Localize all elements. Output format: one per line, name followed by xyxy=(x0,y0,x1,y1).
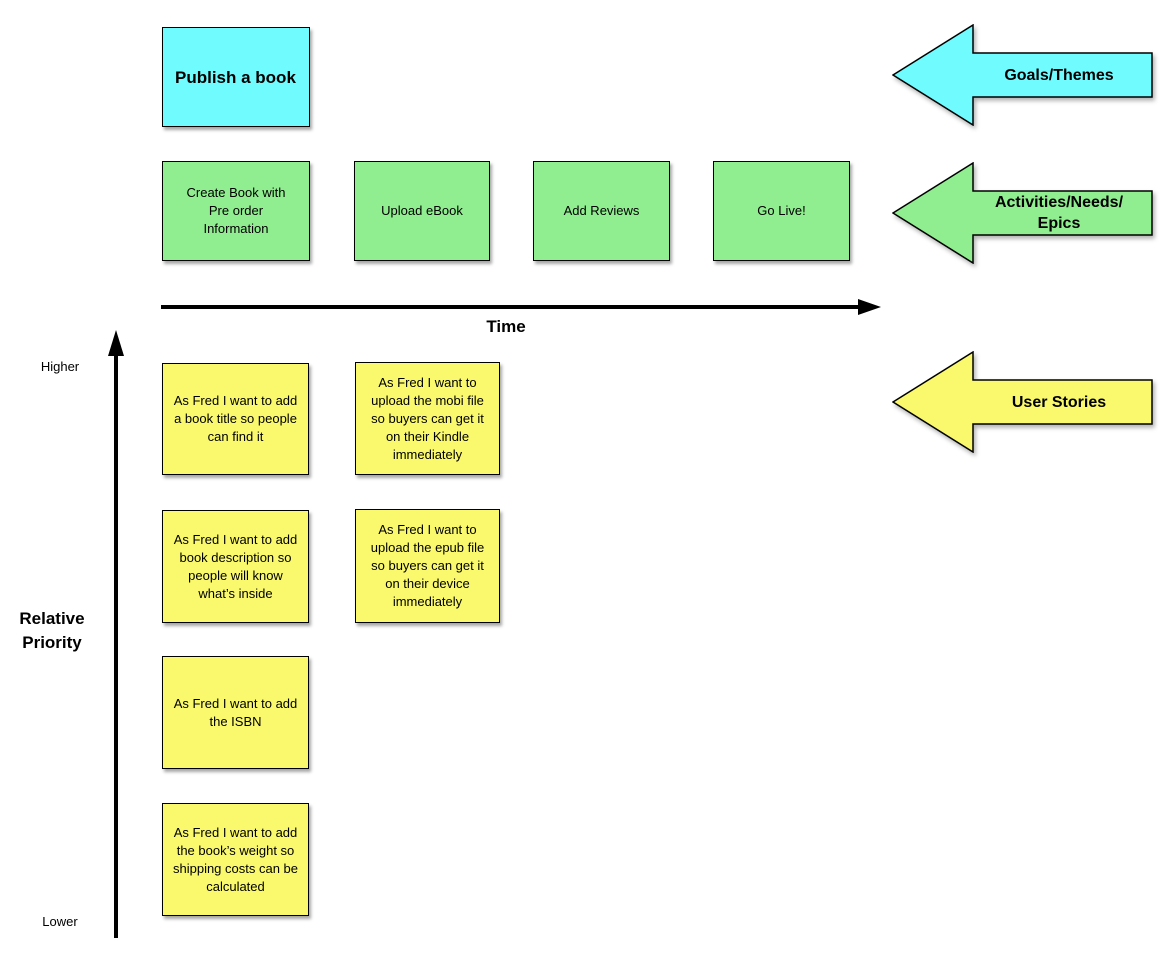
activity-note-add-reviews: Add Reviews xyxy=(533,161,670,261)
story-note-text: As Fred I want to add the book’s weight … xyxy=(172,824,299,894)
left-arrow-shape xyxy=(892,24,1153,126)
left-arrow-shape xyxy=(892,351,1153,453)
legend-label-line: Activities/Needs/ xyxy=(994,194,1124,211)
legend-label: Activities/Needs/ Epics xyxy=(966,162,1152,264)
activity-note-go-live: Go Live! xyxy=(713,161,850,261)
activity-note-text: Upload eBook xyxy=(381,203,463,218)
story-note-text: As Fred I want to upload the mobi file s… xyxy=(371,374,484,462)
priority-axis-label: Relative Priority xyxy=(19,609,85,652)
activity-note-text: Go Live! xyxy=(757,203,806,218)
story-note-mobi-file: As Fred I want to upload the mobi file s… xyxy=(355,362,500,475)
legend-label-line: Epics xyxy=(1037,215,1081,232)
story-note-text: As Fred I want to add the ISBN xyxy=(173,695,298,729)
goal-note: Publish a book xyxy=(162,27,310,127)
activity-note-upload-ebook: Upload eBook xyxy=(354,161,490,261)
story-note-book-description: As Fred I want to add book description s… xyxy=(162,510,309,623)
legend-label: User Stories xyxy=(966,351,1152,453)
story-note-book-weight: As Fred I want to add the book’s weight … xyxy=(162,803,309,916)
legend-activities-needs-epics: Activities/Needs/ Epics xyxy=(892,162,1154,264)
goal-note-text: Publish a book xyxy=(175,67,296,87)
legend-goals-themes: Goals/Themes xyxy=(892,24,1154,126)
legend-label: Goals/Themes xyxy=(966,24,1152,126)
story-note-text: As Fred I want to add a book title so pe… xyxy=(173,393,298,444)
left-arrow-shape xyxy=(892,162,1153,264)
story-note-isbn: As Fred I want to add the ISBN xyxy=(162,656,309,769)
story-note-book-title: As Fred I want to add a book title so pe… xyxy=(162,363,309,475)
priority-higher-label: Higher xyxy=(40,359,80,374)
story-note-text: As Fred I want to add book description s… xyxy=(173,531,298,601)
time-axis-arrow xyxy=(161,299,881,315)
story-note-epub-file: As Fred I want to upload the epub file s… xyxy=(355,509,500,623)
legend-user-stories: User Stories xyxy=(892,351,1154,453)
legend-label-line: Goals/Themes xyxy=(1004,66,1114,84)
time-axis-label: Time xyxy=(486,317,526,336)
priority-axis-arrow xyxy=(108,330,124,938)
story-note-text: As Fred I want to upload the epub file s… xyxy=(370,522,485,609)
priority-lower-label: Lower xyxy=(42,914,78,929)
legend-label-line: User Stories xyxy=(1011,393,1107,411)
activity-note-text: Add Reviews xyxy=(563,203,640,218)
activity-note-text: Create Book with Pre order Information xyxy=(186,185,286,236)
activity-note-create-book: Create Book with Pre order Information xyxy=(162,161,310,261)
